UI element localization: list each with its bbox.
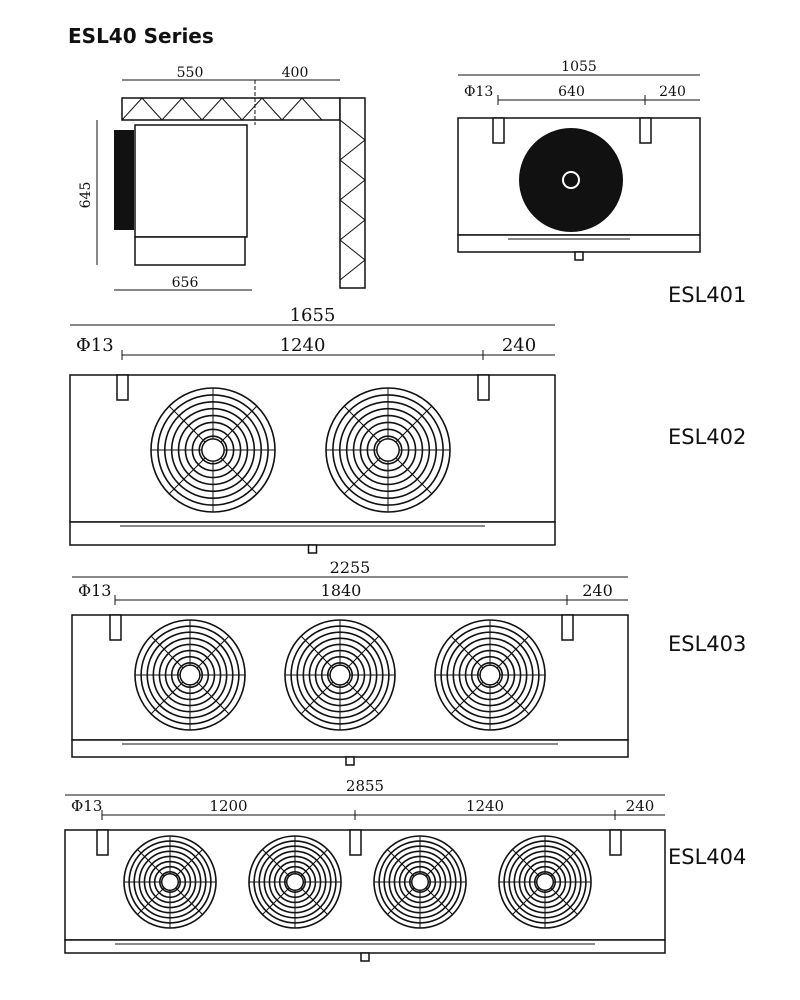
hole-diameter: Φ13 <box>464 84 493 100</box>
span-dim: 1240 <box>466 797 504 815</box>
overall-dim: 2855 <box>346 777 384 795</box>
fan-icon <box>325 387 451 513</box>
span-dim: 240 <box>502 335 536 356</box>
drain-pipe <box>307 544 318 554</box>
coil-block <box>114 130 134 230</box>
mounting-bracket <box>561 614 574 641</box>
fan-icon <box>134 619 246 731</box>
ceiling-insulation <box>121 97 341 121</box>
wall-insulation <box>339 97 366 289</box>
fan-icon <box>284 619 396 731</box>
mounting-bracket <box>109 614 122 641</box>
page-title: ESL40 Series <box>68 24 214 48</box>
fan-icon <box>519 128 623 232</box>
drain-pipe <box>345 756 355 766</box>
overall-dim: 2255 <box>330 558 371 577</box>
hole-diameter: Φ13 <box>71 797 102 815</box>
span-dim: 640 <box>558 84 585 100</box>
fan-icon <box>150 387 276 513</box>
side-view: 550 400 645 656 <box>78 65 366 291</box>
unit-side-body <box>134 124 248 238</box>
fan-icon <box>248 835 342 929</box>
fan-icon <box>498 835 592 929</box>
span-dim: 240 <box>659 84 686 100</box>
dim-656: 656 <box>172 275 199 291</box>
model-label: ESL404 <box>668 845 747 869</box>
drip-tray <box>69 521 556 546</box>
model-label: ESL403 <box>668 632 747 656</box>
hole-diameter: Φ13 <box>78 581 111 600</box>
hatching <box>121 97 366 281</box>
model-label: ESL401 <box>668 283 747 307</box>
drip-tray <box>457 234 701 253</box>
mounting-bracket <box>477 374 490 401</box>
drain-pipe <box>360 952 370 962</box>
span-dim: 1840 <box>321 581 362 600</box>
dim-550: 550 <box>177 65 204 81</box>
fan-icon <box>373 835 467 929</box>
mounting-bracket <box>639 117 652 144</box>
drip-tray <box>134 236 246 266</box>
fan-icon <box>434 619 546 731</box>
model-label: ESL402 <box>668 425 747 449</box>
drip-tray <box>64 939 666 954</box>
dim-400: 400 <box>282 65 309 81</box>
overall-dim: 1055 <box>561 59 597 75</box>
mounting-bracket <box>349 829 362 856</box>
drain-pipe <box>574 251 584 261</box>
mounting-bracket <box>609 829 622 856</box>
mounting-bracket <box>492 117 505 144</box>
mounting-bracket <box>96 829 109 856</box>
span-dim: 240 <box>582 581 613 600</box>
span-dim: 240 <box>626 797 655 815</box>
span-dim: 1200 <box>209 797 247 815</box>
hole-diameter: Φ13 <box>76 335 114 356</box>
span-dim: 1240 <box>280 335 326 356</box>
dim-645: 645 <box>78 182 94 209</box>
drip-tray <box>71 739 629 758</box>
overall-dim: 1655 <box>290 305 336 326</box>
fan-icon <box>123 835 217 929</box>
mounting-bracket <box>116 374 129 401</box>
